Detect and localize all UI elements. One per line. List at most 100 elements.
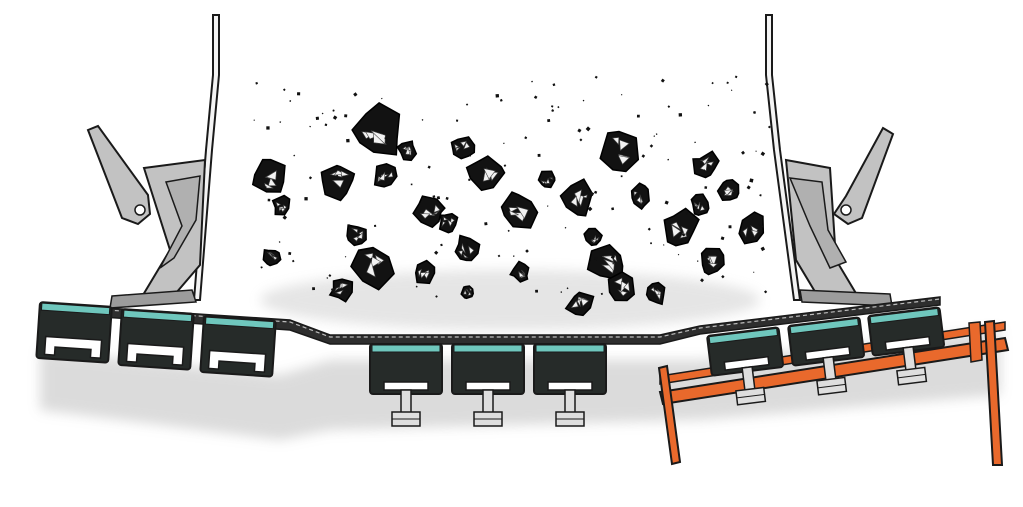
debris-speck <box>440 243 443 247</box>
rock-fragment <box>690 193 710 216</box>
debris-speck <box>289 100 292 102</box>
debris-speck <box>730 89 733 91</box>
rock-facet <box>447 219 453 227</box>
rock-facet <box>280 207 286 213</box>
rock-fragment <box>607 271 636 302</box>
rock-fragment <box>251 158 286 193</box>
debris-speck <box>381 97 383 100</box>
debris-speck <box>755 150 757 152</box>
rock-facet <box>341 282 349 289</box>
debris-speck <box>421 119 424 121</box>
debris-speck <box>435 295 438 298</box>
debris-speck <box>577 128 582 133</box>
rock-fragment <box>465 155 506 192</box>
debris-speck <box>734 75 738 79</box>
left-impact-bar-1 <box>35 301 113 364</box>
rock-facet <box>570 195 578 207</box>
debris-speck <box>537 153 541 157</box>
rock-silhouette <box>450 136 476 160</box>
debris-speck <box>344 114 348 118</box>
right-impact-bar-1 <box>706 326 784 406</box>
impact-bar-wear-strip <box>453 344 523 353</box>
debris-speck <box>589 191 595 197</box>
debris-speck <box>279 121 282 123</box>
debris-speck <box>647 227 651 231</box>
debris-speck <box>288 251 292 255</box>
impact-bar-set <box>35 301 945 427</box>
debris-speck <box>308 176 313 180</box>
rock-facet <box>455 146 461 152</box>
debris-speck <box>760 151 766 157</box>
right-clamp-bracket <box>788 177 848 269</box>
debris-speck <box>263 185 267 190</box>
right-clamp-pivot <box>840 204 852 216</box>
rock-fragment <box>509 260 530 283</box>
rock-fragment <box>373 162 398 188</box>
rock-facet <box>334 289 344 295</box>
rock-facet <box>508 207 520 213</box>
debris-speck <box>667 105 671 108</box>
rock-facet <box>461 243 466 254</box>
debris-speck <box>282 215 288 220</box>
debris-speck <box>436 196 441 200</box>
debris-speck <box>503 142 505 145</box>
rock-facet <box>619 139 630 151</box>
rock-facet <box>465 289 470 294</box>
debris-speck <box>552 83 556 87</box>
debris-speck <box>641 154 646 158</box>
rock-facet <box>750 229 759 237</box>
rock-facet <box>441 221 446 228</box>
impact-bar-wear-strip <box>789 317 860 335</box>
debris-speck <box>566 287 569 290</box>
rock-silhouette <box>460 285 474 300</box>
debris-speck <box>628 145 631 149</box>
debris-speck <box>594 75 598 79</box>
right-impact-bar-2 <box>787 316 865 396</box>
frame-bracket <box>968 321 983 363</box>
left-clamp-pivot <box>134 204 146 216</box>
debris-speck <box>711 81 714 85</box>
rock-silhouette <box>537 170 556 189</box>
debris-speck <box>336 174 338 177</box>
debris-speck <box>751 217 755 220</box>
nut-edge <box>736 393 765 399</box>
rock-facet <box>454 143 460 149</box>
debris-speck <box>415 285 418 288</box>
rock-facet <box>549 177 553 180</box>
rock-fragment <box>450 136 476 160</box>
debris-speck <box>664 200 669 205</box>
debris-speck <box>445 196 449 201</box>
debris-speck <box>667 158 669 161</box>
rock-silhouette <box>690 193 710 216</box>
skirt-board-assembly <box>86 14 895 309</box>
debris-speck <box>594 257 598 261</box>
rock-facet <box>707 262 718 268</box>
debris-speck <box>707 104 710 107</box>
debris-speck <box>697 260 699 262</box>
rock-facet <box>463 289 468 295</box>
debris-speck <box>346 289 350 294</box>
rock-facet <box>483 168 496 180</box>
debris-speck <box>764 81 769 87</box>
rock-facet <box>332 179 345 189</box>
debris-speck <box>760 224 764 229</box>
debris-speck <box>531 80 534 83</box>
debris-speck <box>296 92 301 96</box>
rock-facet <box>469 287 473 292</box>
rock-silhouette <box>738 211 765 245</box>
debris-speck <box>653 135 656 137</box>
debris-speck <box>330 287 336 293</box>
rock-facet <box>656 294 661 301</box>
debris-speck <box>469 154 472 157</box>
rock-fragment <box>500 191 539 229</box>
left-impact-bar-2 <box>117 308 195 371</box>
debris-speck <box>384 137 387 140</box>
debris-speck <box>757 222 761 226</box>
rock-facet <box>420 213 431 219</box>
debris-speck <box>326 277 329 279</box>
rock-silhouette <box>351 101 401 156</box>
debris-speck <box>346 138 350 143</box>
nut-edge <box>817 383 846 389</box>
debris-speck <box>636 114 640 118</box>
debris-speck <box>611 207 615 211</box>
